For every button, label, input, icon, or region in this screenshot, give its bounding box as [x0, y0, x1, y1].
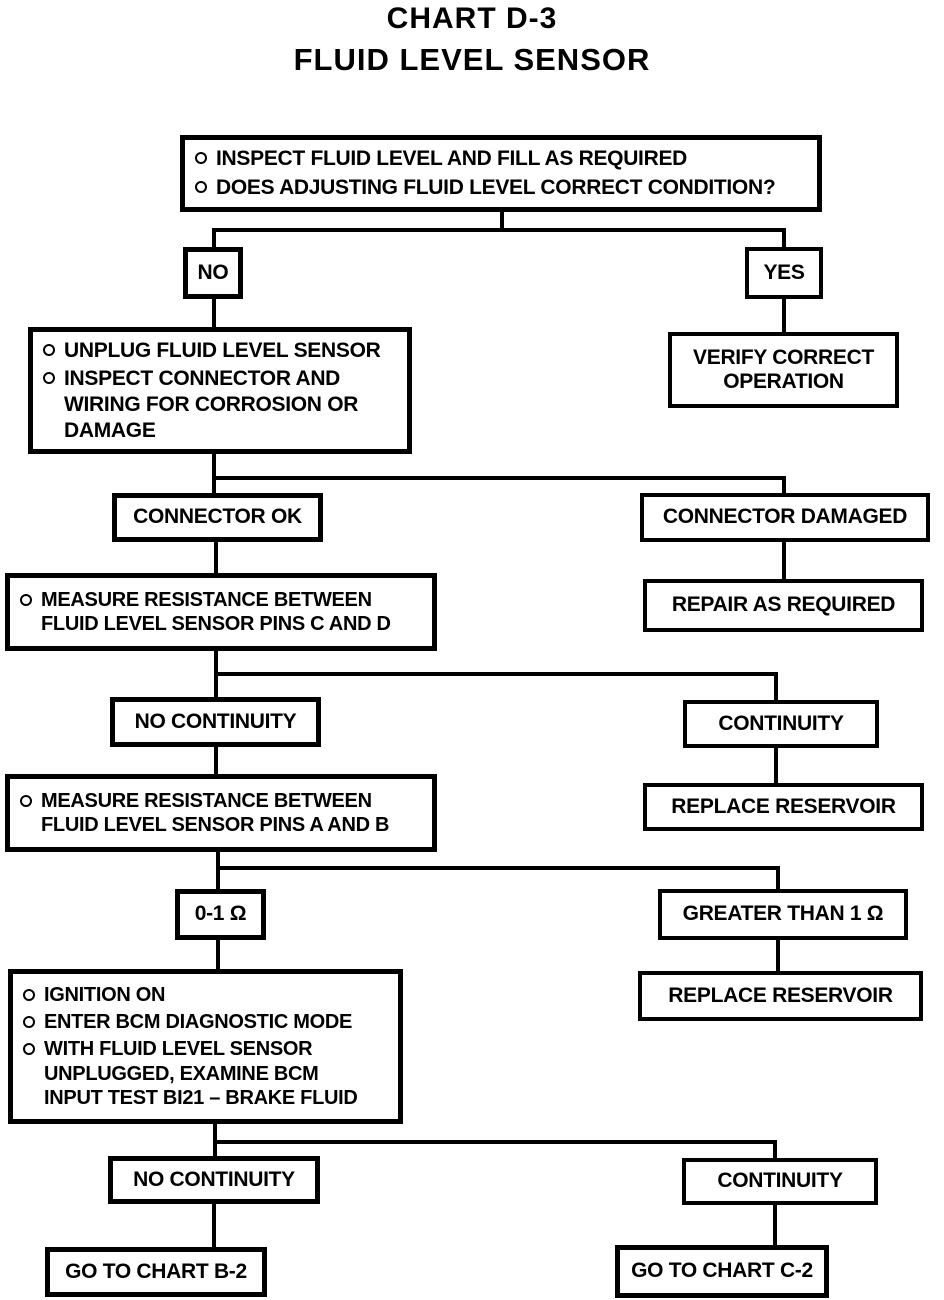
connector-line [212, 228, 216, 248]
connector-line [213, 1140, 777, 1144]
connector-line [212, 452, 216, 493]
bullet-item: IGNITION ON [23, 983, 392, 1007]
bullet-text: INSPECT FLUID LEVEL AND FILL AS REQUIRED [216, 147, 688, 171]
flowchart-node-measure-ab: MEASURE RESISTANCE BETWEEN FLUID LEVEL S… [5, 774, 437, 852]
flowchart-node-greater-than-1-ohm: GREATER THAN 1 Ω [658, 889, 908, 940]
node-label: CONNECTOR DAMAGED [662, 505, 908, 529]
node-label: NO CONTINUITY [134, 709, 297, 733]
connector-line [216, 866, 780, 870]
connector-line [500, 211, 504, 231]
connector-line [213, 1122, 217, 1156]
node-label: GO TO CHART C-2 [631, 1259, 813, 1283]
connector-line [776, 938, 780, 971]
node-label: REPLACE RESERVOIR [668, 983, 893, 1007]
node-label: 0-1 Ω [194, 902, 247, 926]
node-label: NO CONTINUITY [133, 1167, 295, 1191]
node-label: GO TO CHART B-2 [65, 1259, 247, 1283]
bullet-text: INSPECT CONNECTOR AND WIRING FOR CORROSI… [64, 367, 359, 442]
connector-line [212, 1201, 216, 1247]
connector-line [773, 1140, 777, 1159]
bullet-item: INSPECT CONNECTOR AND WIRING FOR CORROSI… [43, 366, 401, 443]
node-label: NO [197, 260, 229, 284]
flowchart-node-goto-chart-b2: GO TO CHART B-2 [45, 1247, 267, 1297]
bullet-text: DOES ADJUSTING FLUID LEVEL CORRECT CONDI… [216, 176, 776, 199]
node-label: CONTINUITY [717, 1169, 843, 1193]
chart-title: CHART D-3 FLUID LEVEL SENSOR [0, 2, 944, 78]
flowchart-node-replace-reservoir-1: REPLACE RESERVOIR [643, 783, 924, 831]
node-label: CONTINUITY [718, 711, 844, 735]
flowchart-node-repair: REPAIR AS REQUIRED [643, 579, 924, 632]
flowchart-node-yes-1: YES [745, 247, 823, 299]
flowchart-node-0-1-ohm: 0-1 Ω [175, 889, 266, 940]
node-label: REPAIR AS REQUIRED [671, 593, 896, 617]
connector-line [782, 476, 786, 493]
flowchart-node-continuity-2: CONTINUITY [682, 1158, 878, 1205]
bullet-text: IGNITION ON [44, 983, 166, 1006]
connector-line [782, 540, 786, 579]
bullet-circle-icon [43, 343, 55, 356]
connector-line [782, 298, 786, 332]
flowchart-node-ignition: IGNITION ON ENTER BCM DIAGNOSTIC MODE WI… [8, 969, 403, 1124]
bullet-item: DOES ADJUSTING FLUID LEVEL CORRECT CONDI… [195, 175, 811, 201]
flowchart-node-inspect: INSPECT FLUID LEVEL AND FILL AS REQUIRED… [180, 135, 822, 212]
bullet-text: MEASURE RESISTANCE BETWEEN FLUID LEVEL S… [41, 789, 390, 836]
flowchart-node-continuity-1: CONTINUITY [683, 700, 879, 748]
bullet-circle-icon [43, 372, 55, 385]
flowchart-node-replace-reservoir-2: REPLACE RESERVOIR [638, 971, 923, 1021]
bullet-item: MEASURE RESISTANCE BETWEEN FLUID LEVEL S… [20, 588, 426, 637]
node-label: GREATER THAN 1 Ω [682, 902, 884, 926]
connector-line [212, 476, 786, 480]
bullet-circle-icon [195, 152, 207, 165]
bullet-item: UNPLUG FLUID LEVEL SENSOR [43, 338, 401, 364]
flowchart-node-connector-ok: CONNECTOR OK [112, 493, 323, 542]
bullet-circle-icon [23, 1043, 35, 1056]
bullet-item: ENTER BCM DIAGNOSTIC MODE [23, 1010, 392, 1034]
node-label: CONNECTOR OK [133, 505, 302, 529]
flowchart-node-no-continuity-2: NO CONTINUITY [108, 1156, 320, 1204]
bullet-text: UNPLUG FLUID LEVEL SENSOR [64, 338, 381, 362]
connector-line [214, 672, 778, 676]
connector-line [774, 746, 778, 783]
node-label: VERIFY CORRECT OPERATION [693, 345, 874, 393]
connector-line [214, 745, 218, 774]
connector-line [216, 938, 220, 969]
connector-line [774, 672, 778, 701]
bullet-text: MEASURE RESISTANCE BETWEEN FLUID LEVEL S… [41, 588, 391, 635]
flowchart-node-measure-cd: MEASURE RESISTANCE BETWEEN FLUID LEVEL S… [5, 573, 437, 651]
connector-line [212, 228, 786, 232]
flowchart-node-no-1: NO [183, 247, 243, 299]
bullet-circle-icon [20, 794, 32, 807]
node-label: REPLACE RESERVOIR [671, 794, 896, 818]
bullet-text: ENTER BCM DIAGNOSTIC MODE [44, 1010, 353, 1033]
bullet-item: INSPECT FLUID LEVEL AND FILL AS REQUIRED [195, 146, 811, 172]
connector-line [782, 228, 786, 248]
flowchart-node-connector-damaged: CONNECTOR DAMAGED [640, 493, 930, 542]
bullet-item: MEASURE RESISTANCE BETWEEN FLUID LEVEL S… [20, 789, 426, 838]
bullet-item: WITH FLUID LEVEL SENSOR UNPLUGGED, EXAMI… [23, 1037, 392, 1110]
connector-line [214, 540, 218, 573]
connector-line [776, 866, 780, 889]
bullet-text: WITH FLUID LEVEL SENSOR UNPLUGGED, EXAMI… [44, 1038, 358, 1110]
flowchart-node-unplug: UNPLUG FLUID LEVEL SENSOR INSPECT CONNEC… [28, 327, 412, 454]
bullet-circle-icon [20, 593, 32, 606]
bullet-circle-icon [195, 181, 207, 193]
chart-title-line2: FLUID LEVEL SENSOR [293, 42, 651, 77]
node-label: YES [763, 260, 805, 284]
bullet-circle-icon [23, 988, 35, 1001]
bullet-circle-icon [23, 1015, 35, 1028]
flowchart-node-goto-chart-c2: GO TO CHART C-2 [615, 1245, 829, 1298]
flowchart-node-no-continuity-1: NO CONTINUITY [110, 697, 321, 747]
flowchart-node-verify: VERIFY CORRECT OPERATION [668, 332, 899, 408]
connector-line [773, 1202, 777, 1245]
connector-line [212, 298, 216, 328]
chart-title-line1: CHART D-3 [386, 2, 558, 35]
